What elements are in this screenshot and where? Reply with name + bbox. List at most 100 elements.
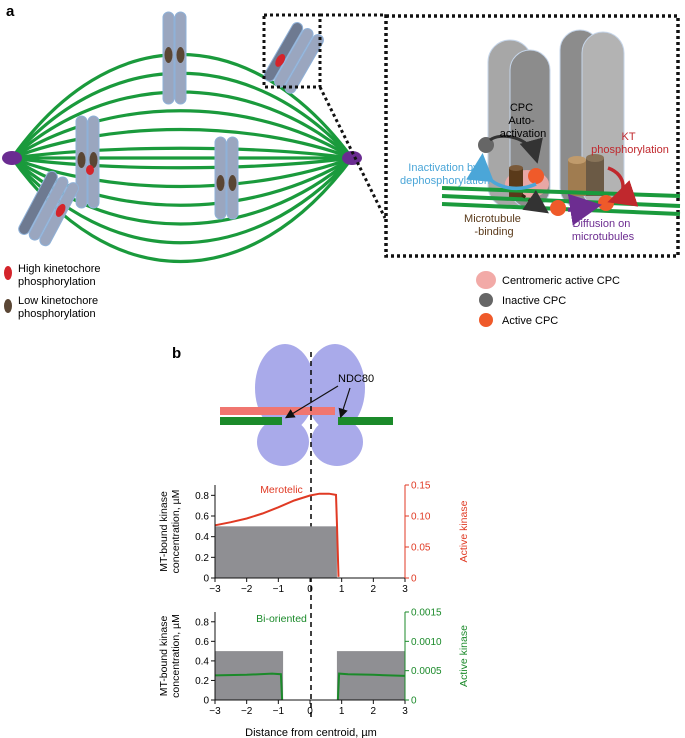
y-tick-label: 0.8: [195, 491, 209, 502]
kt-phos-line1: KT: [622, 131, 636, 143]
legend-inactive: Inactive CPC: [502, 295, 566, 307]
x-axis-title: Distance from centroid, µm: [245, 727, 377, 738]
svg-text:CPC Auto- activation: CPC Auto- activation: [500, 102, 546, 140]
y-tick-label: 0.8: [195, 617, 209, 628]
zoom-box-small: [262, 13, 322, 89]
x-tick-label: 1: [339, 706, 345, 717]
y2-tick-label: 0.0015: [411, 608, 442, 619]
chromosome-lower-left: [18, 170, 80, 247]
active-cpc-swatch: [479, 313, 493, 327]
x-tick-label: 2: [371, 706, 377, 717]
y2-tick-label: 0.0005: [411, 666, 442, 677]
legend-low-line2: phosphorylation: [18, 308, 96, 320]
y2-axis-title: Active kinase: [458, 625, 470, 687]
chromosome-left-middle: [75, 115, 100, 209]
svg-text:Inactivation by dephosphor: Inactivation by dephosphorylation: [400, 162, 490, 187]
y-axis-title-line2: concentration, µM: [170, 490, 182, 574]
diffusion-arrow: [567, 193, 602, 226]
y2-tick-label: 0.10: [411, 512, 431, 523]
legend-high-line2: phosphorylation: [18, 276, 96, 288]
active-kinase-line: [214, 672, 284, 700]
panel-b-label: b: [172, 345, 181, 362]
ndc80-label: NDC80: [338, 373, 374, 385]
plot-annotation: Merotelic: [260, 484, 303, 496]
inactivation-line2: dephosphorylation: [400, 175, 490, 187]
y-tick-label: 0.2: [195, 676, 209, 687]
auto-activation-line2: Auto-: [508, 115, 535, 127]
x-tick-label: 2: [371, 584, 377, 595]
y2-tick-label: 0.05: [411, 543, 431, 554]
svg-text:Diffusion on microtubules: Diffusion on microtubules: [572, 218, 635, 243]
x-tick-label: −2: [241, 584, 253, 595]
x-tick-label: 3: [402, 706, 408, 717]
y-tick-label: 0: [203, 574, 209, 585]
legend-centromeric: Centromeric active CPC: [502, 275, 620, 287]
active-cpc-dot-1: [528, 168, 544, 184]
high-kt-marker: [4, 266, 12, 280]
panel-a-label: a: [6, 3, 15, 20]
y2-tick-label: 0: [411, 696, 417, 707]
active-cpc-dot-3: [598, 195, 614, 211]
x-tick-label: −3: [209, 706, 221, 717]
y-axis-title-line1: MT-bound kinase: [158, 491, 170, 572]
auto-activation-line1: CPC: [510, 102, 533, 114]
y-axis-title: MT-bound kinaseconcentration, µM: [158, 490, 182, 574]
x-tick-label: 0: [307, 706, 313, 717]
x-tick-label: 1: [339, 584, 345, 595]
legend-high-line1: High kinetochore: [18, 263, 101, 275]
centromeric-cpc-swatch: [476, 271, 496, 289]
x-tick-label: 3: [402, 584, 408, 595]
plot-annotation: Bi-oriented: [256, 613, 307, 625]
y2-tick-label: 0.0010: [411, 637, 442, 648]
chromosome-top: [162, 11, 187, 105]
svg-text:Microtubule -binding: Microtubule -binding: [464, 213, 524, 238]
y-axis-title-line2: concentration, µM: [170, 614, 182, 698]
y-tick-label: 0.6: [195, 512, 209, 523]
legend-active: Active CPC: [502, 315, 558, 327]
y-axis-title: MT-bound kinaseconcentration, µM: [158, 614, 182, 698]
inactive-cpc-dot: [478, 137, 494, 153]
low-kt-marker: [4, 299, 12, 313]
ndc80-arrow-right: [338, 387, 351, 419]
y-tick-label: 0.6: [195, 637, 209, 648]
x-tick-label: −3: [209, 584, 221, 595]
inactive-cpc-swatch: [479, 293, 493, 307]
ndc80-arrow-left: [284, 385, 339, 419]
svg-text:High kinetochore phosphory: High kinetochore phosphorylation: [18, 263, 104, 288]
auto-activation-arrow: [489, 134, 543, 164]
y2-axis-title: Active kinase: [458, 500, 470, 562]
zoom-line-bottom: [318, 86, 387, 219]
mt-binding-line1: Microtubule: [464, 213, 521, 225]
kt-phos-line2: phosphorylation: [591, 144, 669, 156]
mt-binding-line2: -binding: [474, 226, 513, 238]
diffusion-line1: Diffusion on: [573, 218, 631, 230]
legend-low-line1: Low kinetochore: [18, 295, 98, 307]
svg-text:KT phosphorylation: KT phosphorylation: [591, 131, 669, 156]
active-cpc-dot-2: [550, 200, 566, 216]
y2-tick-label: 0.15: [411, 481, 431, 492]
x-tick-label: 0: [307, 584, 313, 595]
x-tick-label: −1: [273, 706, 285, 717]
kt-phosphorylation-arrow: [607, 166, 639, 207]
y-tick-label: 0: [203, 696, 209, 707]
y2-tick-label: 0: [411, 574, 417, 585]
svg-text:Low kinetochore phosphoryl: Low kinetochore phosphorylation: [18, 295, 101, 320]
x-tick-label: −2: [241, 706, 253, 717]
inactivation-line1: Inactivation by: [408, 162, 479, 174]
chromosome-right-middle: [214, 136, 239, 220]
auto-activation-line3: activation: [500, 128, 546, 140]
x-tick-label: −1: [273, 584, 285, 595]
y-tick-label: 0.2: [195, 553, 209, 564]
spindle-pole-right: [342, 151, 362, 165]
y-tick-label: 0.4: [195, 532, 209, 543]
y-tick-label: 0.4: [195, 656, 209, 667]
active-kinase-line: [214, 492, 340, 577]
spindle-pole-left: [2, 151, 22, 165]
active-kinase-line: [336, 672, 406, 700]
bound-kinase-bar: [215, 526, 337, 578]
inactivation-arrow: [466, 153, 537, 191]
diffusion-line2: microtubules: [572, 231, 635, 243]
